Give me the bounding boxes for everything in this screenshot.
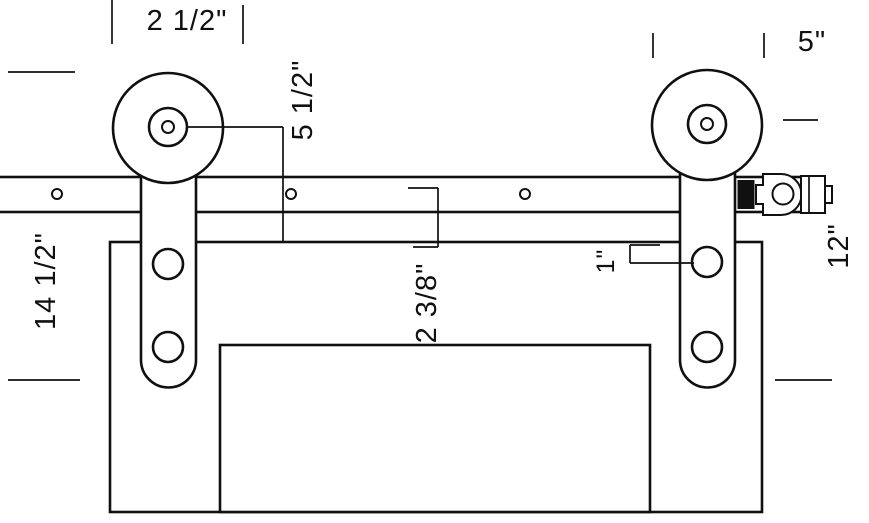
dim-label-hanger-height: 14 1/2" bbox=[30, 232, 62, 330]
rail-hole-2 bbox=[285, 188, 297, 200]
strap-bolt-hole-left-upper bbox=[151, 247, 185, 281]
dim-label-rail-offset: 2 3/8" bbox=[411, 263, 443, 344]
dim-label-hanger-drop: 5 1/2" bbox=[287, 60, 319, 141]
strap-bolt-hole-right-upper bbox=[690, 245, 724, 279]
strap-bolt-hole-left-lower bbox=[151, 330, 185, 364]
dim-label-hole-offset: 1" bbox=[592, 249, 620, 274]
dim-label-wheel-left-width: 2 1/2" bbox=[147, 5, 228, 37]
end-cap bbox=[800, 175, 826, 214]
strap-bolt-hole-right-lower bbox=[690, 330, 724, 364]
rail-hole-3 bbox=[519, 188, 531, 200]
end-stop-block bbox=[737, 180, 755, 209]
end-cap-nub bbox=[824, 185, 833, 204]
door-inner-outline bbox=[218, 343, 652, 514]
wheel-axle-right bbox=[700, 117, 714, 131]
dim-label-wheel-right-width: 5" bbox=[798, 26, 826, 58]
rail-hole-1 bbox=[51, 188, 63, 200]
shackle-ring bbox=[771, 182, 795, 206]
wheel-axle-left bbox=[161, 120, 175, 134]
dim-label-right-height: 12" bbox=[823, 223, 855, 269]
